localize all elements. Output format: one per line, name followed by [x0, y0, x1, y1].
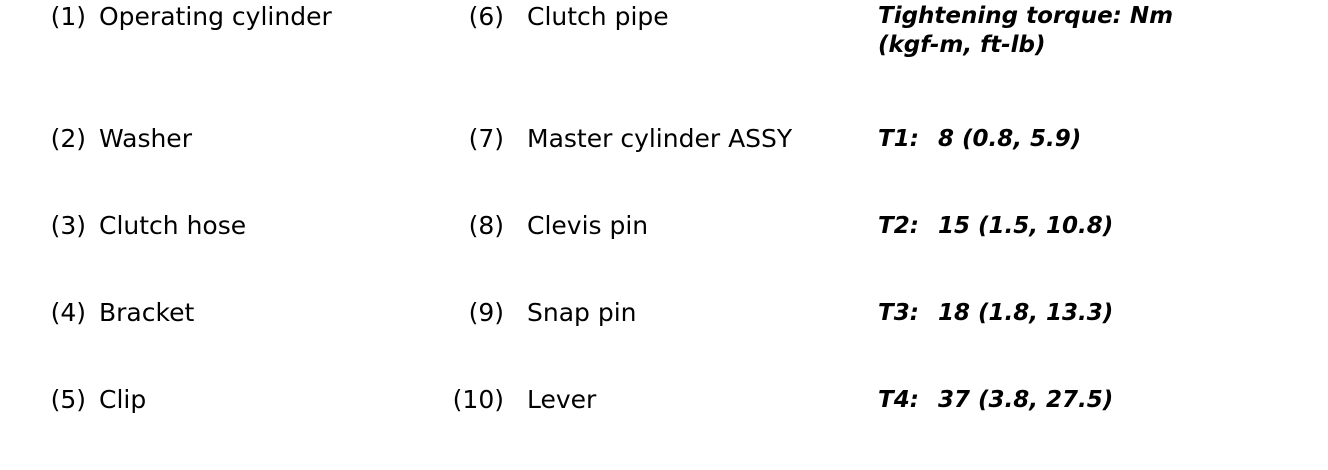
torque-key-t1: T1:: [878, 126, 919, 152]
torque-value-t1: 8 (0.8, 5.9): [938, 126, 1082, 152]
part-label-6: Clutch pipe: [527, 2, 669, 31]
torque-key-t4: T4:: [878, 387, 919, 413]
torque-key-t3: T3:: [878, 300, 919, 326]
torque-key-t2: T2:: [878, 213, 919, 239]
part-label-4: Bracket: [99, 298, 195, 327]
legend-row: (3) Clutch hose (8) Clevis pin T2: 15 (1…: [0, 211, 1328, 251]
part-number-2: (2): [50, 124, 86, 153]
part-label-3: Clutch hose: [99, 211, 247, 240]
part-number-6: (6): [468, 2, 504, 31]
part-number-8: (8): [468, 211, 504, 240]
torque-value-t4: 37 (3.8, 27.5): [938, 387, 1114, 413]
part-label-5: Clip: [99, 385, 147, 414]
part-label-8: Clevis pin: [527, 211, 649, 240]
part-number-5: (5): [50, 385, 86, 414]
part-label-1: Operating cylinder: [99, 2, 332, 31]
torque-value-t3: 18 (1.8, 13.3): [938, 300, 1114, 326]
torque-value-t2: 15 (1.5, 10.8): [938, 213, 1114, 239]
part-number-7: (7): [468, 124, 504, 153]
legend-row: (4) Bracket (9) Snap pin T3: 18 (1.8, 13…: [0, 298, 1328, 338]
part-number-10: (10): [452, 385, 504, 414]
torque-table-header: Tightening torque: Nm (kgf-m, ft-lb): [878, 3, 1174, 58]
legend-row: (2) Washer (7) Master cylinder ASSY T1: …: [0, 124, 1328, 164]
legend-row: (1) Operating cylinder (6) Clutch pipe: [0, 2, 1328, 42]
part-number-1: (1): [50, 2, 86, 31]
part-number-4: (4): [50, 298, 86, 327]
part-label-9: Snap pin: [527, 298, 637, 327]
part-number-9: (9): [468, 298, 504, 327]
part-label-2: Washer: [99, 124, 192, 153]
legend-row: (5) Clip (10) Lever T4: 37 (3.8, 27.5): [0, 385, 1328, 425]
part-label-10: Lever: [527, 385, 597, 414]
part-number-3: (3): [50, 211, 86, 240]
part-label-7: Master cylinder ASSY: [527, 124, 793, 153]
